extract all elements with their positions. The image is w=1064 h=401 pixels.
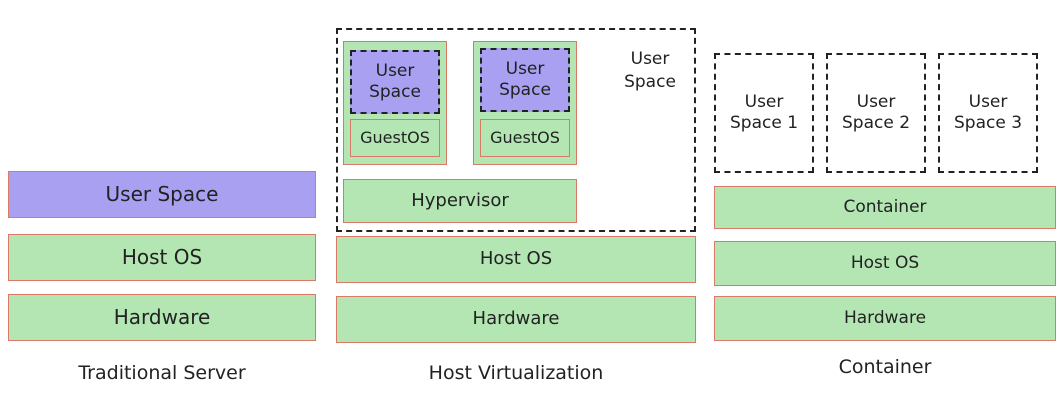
vm-2-guest-os: GuestOS <box>480 119 570 157</box>
host-virtualization-user-space-region <box>336 28 696 232</box>
traditional-host-os: Host OS <box>8 234 316 281</box>
container-hardware: Hardware <box>714 296 1056 341</box>
host-virtualization-hardware: Hardware <box>336 296 696 343</box>
container-engine: Container <box>714 186 1056 229</box>
vm-2-user-space: User Space <box>480 48 570 112</box>
host-virtualization-caption: Host Virtualization <box>428 362 604 384</box>
container-caption: Container <box>838 356 932 378</box>
traditional-server-caption: Traditional Server <box>78 362 246 384</box>
vm-1-user-space: User Space <box>350 50 440 114</box>
traditional-user-space: User Space <box>8 171 316 218</box>
hypervisor: Hypervisor <box>343 179 577 223</box>
container-user-space-1: User Space 1 <box>714 53 814 173</box>
container-host-os: Host OS <box>714 241 1056 286</box>
traditional-hardware: Hardware <box>8 294 316 341</box>
container-user-space-3: User Space 3 <box>938 53 1038 173</box>
container-user-space-2: User Space 2 <box>826 53 926 173</box>
host-virtualization-host-os: Host OS <box>336 236 696 283</box>
host-virtualization-user-space-label: User Space <box>624 49 676 92</box>
vm-1-guest-os: GuestOS <box>350 119 440 157</box>
